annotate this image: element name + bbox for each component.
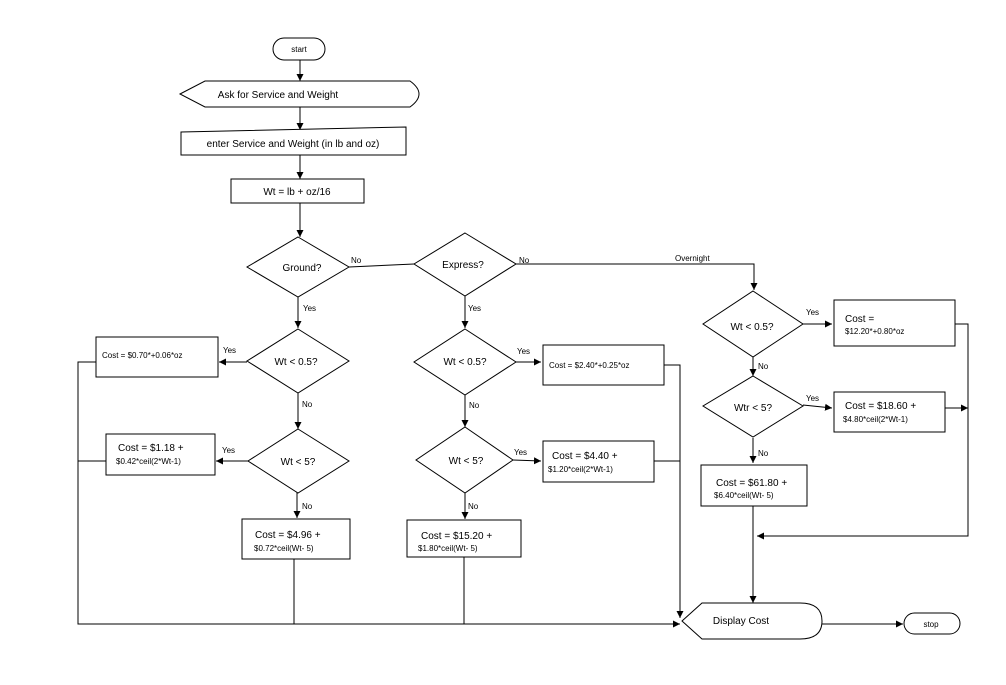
box-o-cost3-line2: $6.40*ceil(Wt- 5)	[714, 491, 774, 500]
decision-o-wt05: Wt < 0.5?	[702, 290, 804, 358]
merge-e-cost1	[664, 364, 684, 618]
node-stop-label: stop	[923, 620, 939, 629]
decision-ground-label: Ground?	[283, 263, 322, 274]
label-o-wt05-no: No	[758, 362, 769, 371]
decision-e-wt05: Wt < 0.5?	[413, 328, 517, 396]
box-g-cost2-line1: Cost = $1.18 +	[118, 443, 184, 454]
merge-o-cost1	[757, 323, 969, 540]
box-o-cost1-line1: Cost =	[845, 314, 874, 325]
box-o-cost3: Cost = $61.80 + $6.40*ceil(Wt- 5)	[700, 464, 808, 507]
box-g-cost1-label: Cost = $0.70*+0.06*oz	[102, 351, 183, 360]
label-overnight: Overnight	[675, 254, 710, 263]
decision-e-wt05-label: Wt < 0.5?	[443, 357, 487, 368]
merge-left	[77, 361, 680, 628]
label-g-wt05-no: No	[302, 400, 313, 409]
box-o-cost2: Cost = $18.60 + $4.80*ceil(2*Wt-1)	[833, 391, 946, 433]
label-e-wt5-no: No	[468, 502, 479, 511]
label-o-wt5-yes: Yes	[806, 394, 819, 403]
decision-g-wt05-label: Wt < 0.5?	[274, 357, 318, 368]
box-g-cost3-line2: $0.72*ceil(Wt- 5)	[254, 544, 314, 553]
box-o-cost3-line1: Cost = $61.80 +	[716, 478, 787, 489]
label-e-wt5-yes: Yes	[514, 448, 527, 457]
connectors	[77, 60, 969, 628]
decision-o-wt05-label: Wt < 0.5?	[730, 322, 774, 333]
box-e-cost3-line1: Cost = $15.20 +	[421, 531, 492, 542]
node-start: start	[272, 37, 326, 61]
decision-o-wt5-label: Wtr < 5?	[734, 403, 773, 414]
edge-e-wt5-yes	[512, 457, 542, 465]
label-express-no: No	[519, 256, 530, 265]
decision-e-wt5-label: Wt < 5?	[449, 456, 484, 467]
node-display: Display Cost	[681, 602, 823, 640]
label-g-wt5-yes: Yes	[222, 446, 235, 455]
decision-o-wt5: Wtr < 5?	[702, 375, 804, 438]
edge-labels: No No Overnight Yes Yes No Yes No Yes Ye…	[222, 254, 819, 511]
box-g-cost2: Cost = $1.18 + $0.42*ceil(2*Wt-1)	[105, 433, 216, 476]
node-wt-calc-label: Wt = lb + oz/16	[263, 187, 331, 198]
node-enter-label: enter Service and Weight (in lb and oz)	[207, 139, 380, 150]
edge-express-no	[515, 263, 758, 290]
decision-express: Express?	[413, 232, 517, 297]
label-o-wt05-yes: Yes	[806, 308, 819, 317]
box-g-cost1: Cost = $0.70*+0.06*oz	[95, 336, 219, 378]
box-g-cost2-line2: $0.42*ceil(2*Wt-1)	[116, 457, 181, 466]
decision-g-wt5: Wt < 5?	[247, 428, 350, 494]
box-o-cost2-line2: $4.80*ceil(2*Wt-1)	[843, 415, 908, 424]
label-ground-no: No	[351, 256, 362, 265]
node-stop: stop	[903, 612, 961, 635]
edge-o-wt5-yes	[802, 403, 833, 411]
box-o-cost1-line2: $12.20*+0.80*oz	[845, 327, 904, 336]
decision-e-wt5: Wt < 5?	[415, 426, 514, 494]
box-e-cost2-line2: $1.20*ceil(2*Wt-1)	[548, 465, 613, 474]
box-e-cost2: Cost = $4.40 + $1.20*ceil(2*Wt-1)	[542, 440, 655, 483]
box-g-cost3: Cost = $4.96 + $0.72*ceil(Wt- 5)	[241, 518, 351, 560]
node-ask: Ask for Service and Weight	[178, 80, 420, 108]
node-enter: enter Service and Weight (in lb and oz)	[180, 126, 407, 156]
decision-g-wt5-label: Wt < 5?	[281, 457, 316, 468]
label-o-wt5-no: No	[758, 449, 769, 458]
box-o-cost1: Cost = $12.20*+0.80*oz	[833, 299, 956, 347]
label-g-wt5-no: No	[302, 502, 313, 511]
label-express-yes: Yes	[468, 304, 481, 313]
node-display-label: Display Cost	[713, 616, 769, 627]
label-g-wt05-yes: Yes	[223, 346, 236, 355]
edge-ground-no	[348, 263, 415, 268]
box-e-cost3: Cost = $15.20 + $1.80*ceil(Wt- 5)	[406, 519, 522, 558]
decision-g-wt05: Wt < 0.5?	[246, 328, 350, 394]
decision-express-label: Express?	[442, 260, 484, 271]
box-e-cost2-line1: Cost = $4.40 +	[552, 451, 618, 462]
box-e-cost1: Cost = $2.40*+0.25*oz	[542, 344, 665, 386]
label-e-wt05-yes: Yes	[517, 347, 530, 356]
box-o-cost2-line1: Cost = $18.60 +	[845, 401, 916, 412]
label-e-wt05-no: No	[469, 401, 480, 410]
box-e-cost1-label: Cost = $2.40*+0.25*oz	[549, 361, 630, 370]
box-e-cost3-line2: $1.80*ceil(Wt- 5)	[418, 544, 478, 553]
box-g-cost3-line1: Cost = $4.96 +	[255, 530, 321, 541]
node-start-label: start	[291, 45, 307, 54]
decision-ground: Ground?	[246, 236, 350, 298]
label-ground-yes: Yes	[303, 304, 316, 313]
node-ask-label: Ask for Service and Weight	[218, 90, 339, 101]
node-wt-calc: Wt = lb + oz/16	[230, 178, 365, 204]
